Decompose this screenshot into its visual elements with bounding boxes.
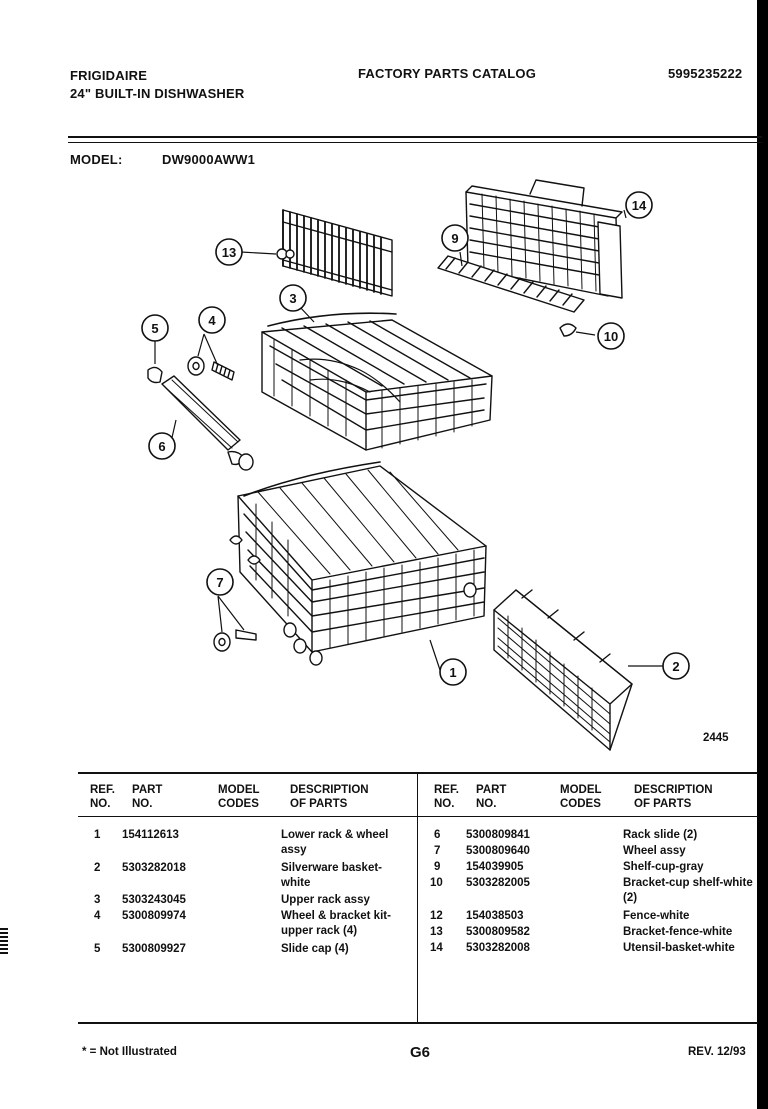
callout-circles (141, 191, 690, 686)
part-number-cell: 5303282008 (466, 942, 530, 954)
slide-cap-part (147, 366, 163, 384)
figure-number: 2445 (703, 732, 729, 744)
ref-cell: 6 (434, 829, 441, 841)
col-model-header-line1: MODEL (218, 784, 260, 796)
callout-4: 4 (208, 313, 216, 328)
ref-cell: 5 (94, 943, 101, 955)
table-top-rule (78, 772, 758, 774)
leader-lines (154, 209, 664, 671)
description-cell: Slide cap (4) (281, 943, 349, 955)
part-number-cell: 5303243045 (122, 894, 186, 906)
part-number-cell: 5303282018 (122, 862, 186, 874)
part-number-cell: 154039905 (466, 861, 524, 873)
page-number: G6 (410, 1044, 431, 1061)
col-model-header-line2: CODES (218, 798, 259, 810)
col-ref-header-line2: NO. (90, 798, 111, 810)
part-number-cell: 154038503 (466, 910, 524, 922)
rack-slide-part (161, 375, 254, 471)
callout-14: 14 (632, 198, 647, 213)
col-desc-header-line2: OF PARTS (290, 798, 348, 810)
col-ref-header-line2-right: NO. (434, 798, 455, 810)
callout-9: 9 (451, 231, 458, 246)
ref-cell: 7 (434, 845, 441, 857)
ref-cell: 3 (94, 894, 101, 906)
description-cell: Wheel & bracket kit-upper rack (4) (281, 910, 391, 937)
callout-6: 6 (158, 439, 165, 454)
col-ref-header-line1: REF. (90, 784, 115, 796)
callout-13: 13 (222, 245, 236, 260)
utensil-basket-part (465, 179, 623, 299)
model-label: MODEL: (70, 152, 123, 167)
col-ref-header-line1-right: REF. (434, 784, 459, 796)
silverware-basket-part (493, 589, 633, 751)
scan-edge-marks (0, 928, 8, 956)
table-center-divider (417, 772, 418, 1022)
ref-cell: 14 (430, 942, 443, 954)
col-part-header-line2-right: NO. (476, 798, 497, 810)
description-cell: Shelf-cup-gray (623, 861, 704, 873)
not-illustrated-note: * = Not Illustrated (82, 1046, 177, 1058)
table-bottom-rule (78, 1022, 758, 1024)
col-model-header-line2-right: CODES (560, 798, 601, 810)
header-rule-top (68, 136, 762, 138)
upper-rack-part (261, 312, 493, 451)
fence-part (276, 209, 393, 297)
callout-2: 2 (672, 659, 679, 674)
brand-name: FRIGIDAIRE (70, 68, 148, 83)
description-cell: Upper rack assy (281, 894, 370, 906)
callout-10: 10 (604, 329, 618, 344)
ref-cell: 10 (430, 877, 443, 889)
callout-7: 7 (216, 575, 223, 590)
description-cell: Bracket-fence-white (623, 926, 733, 938)
part-number-cell: 5300809582 (466, 926, 530, 938)
model-value: DW9000AWW1 (162, 152, 256, 167)
ref-cell: 2 (94, 862, 101, 874)
part-number-cell: 154112613 (122, 829, 179, 841)
description-cell: Lower rack & wheel assy (281, 829, 389, 856)
callout-1: 1 (449, 665, 456, 680)
table-header-rule (78, 816, 758, 817)
callout-labels: 13 3 9 14 10 5 4 6 7 1 2 (151, 198, 679, 680)
ref-cell: 13 (430, 926, 443, 938)
col-desc-header-line2-right: OF PARTS (634, 798, 692, 810)
col-part-header-line1-right: PART (476, 784, 507, 796)
description-cell: Silverware basket-white (281, 862, 383, 889)
header-rule-bottom (68, 142, 762, 143)
description-cell: Bracket-cup shelf-white (2) (623, 877, 753, 904)
col-part-header-line2: NO. (132, 798, 153, 810)
part-number-cell: 5303282005 (466, 877, 530, 889)
wheel-assy-part (213, 629, 257, 652)
wheel-bracket-kit-part (187, 356, 235, 381)
ref-cell: 12 (430, 910, 443, 922)
description-cell: Fence-white (623, 910, 690, 922)
ref-cell: 4 (94, 910, 101, 922)
lower-rack-part (229, 461, 487, 666)
col-desc-header-line1-right: DESCRIPTION (634, 784, 713, 796)
part-number-cell: 5300809841 (466, 829, 530, 841)
revision-date: REV. 12/93 (688, 1046, 746, 1058)
ref-cell: 9 (434, 861, 441, 873)
callout-5: 5 (151, 321, 158, 336)
product-name: 24" BUILT-IN DISHWASHER (70, 86, 245, 101)
part-number-cell: 5300809974 (122, 910, 186, 922)
col-part-header-line1: PART (132, 784, 163, 796)
col-desc-header-line1: DESCRIPTION (290, 784, 369, 796)
part-number-cell: 5300809640 (466, 845, 530, 857)
col-model-header-line1-right: MODEL (560, 784, 602, 796)
catalog-number: 5995235222 (668, 66, 743, 81)
description-cell: Rack slide (2) (623, 829, 698, 841)
ref-cell: 1 (94, 829, 101, 841)
part-number-cell: 5300809927 (122, 943, 186, 955)
exploded-parts-diagram: 13 3 9 14 10 5 4 6 7 1 2 (141, 179, 690, 751)
callout-3: 3 (289, 291, 296, 306)
description-cell: Wheel assy (623, 845, 686, 857)
description-cell: Utensil-basket-white (623, 942, 735, 954)
cup-shelf-part (437, 255, 585, 337)
catalog-title: FACTORY PARTS CATALOG (358, 66, 537, 81)
